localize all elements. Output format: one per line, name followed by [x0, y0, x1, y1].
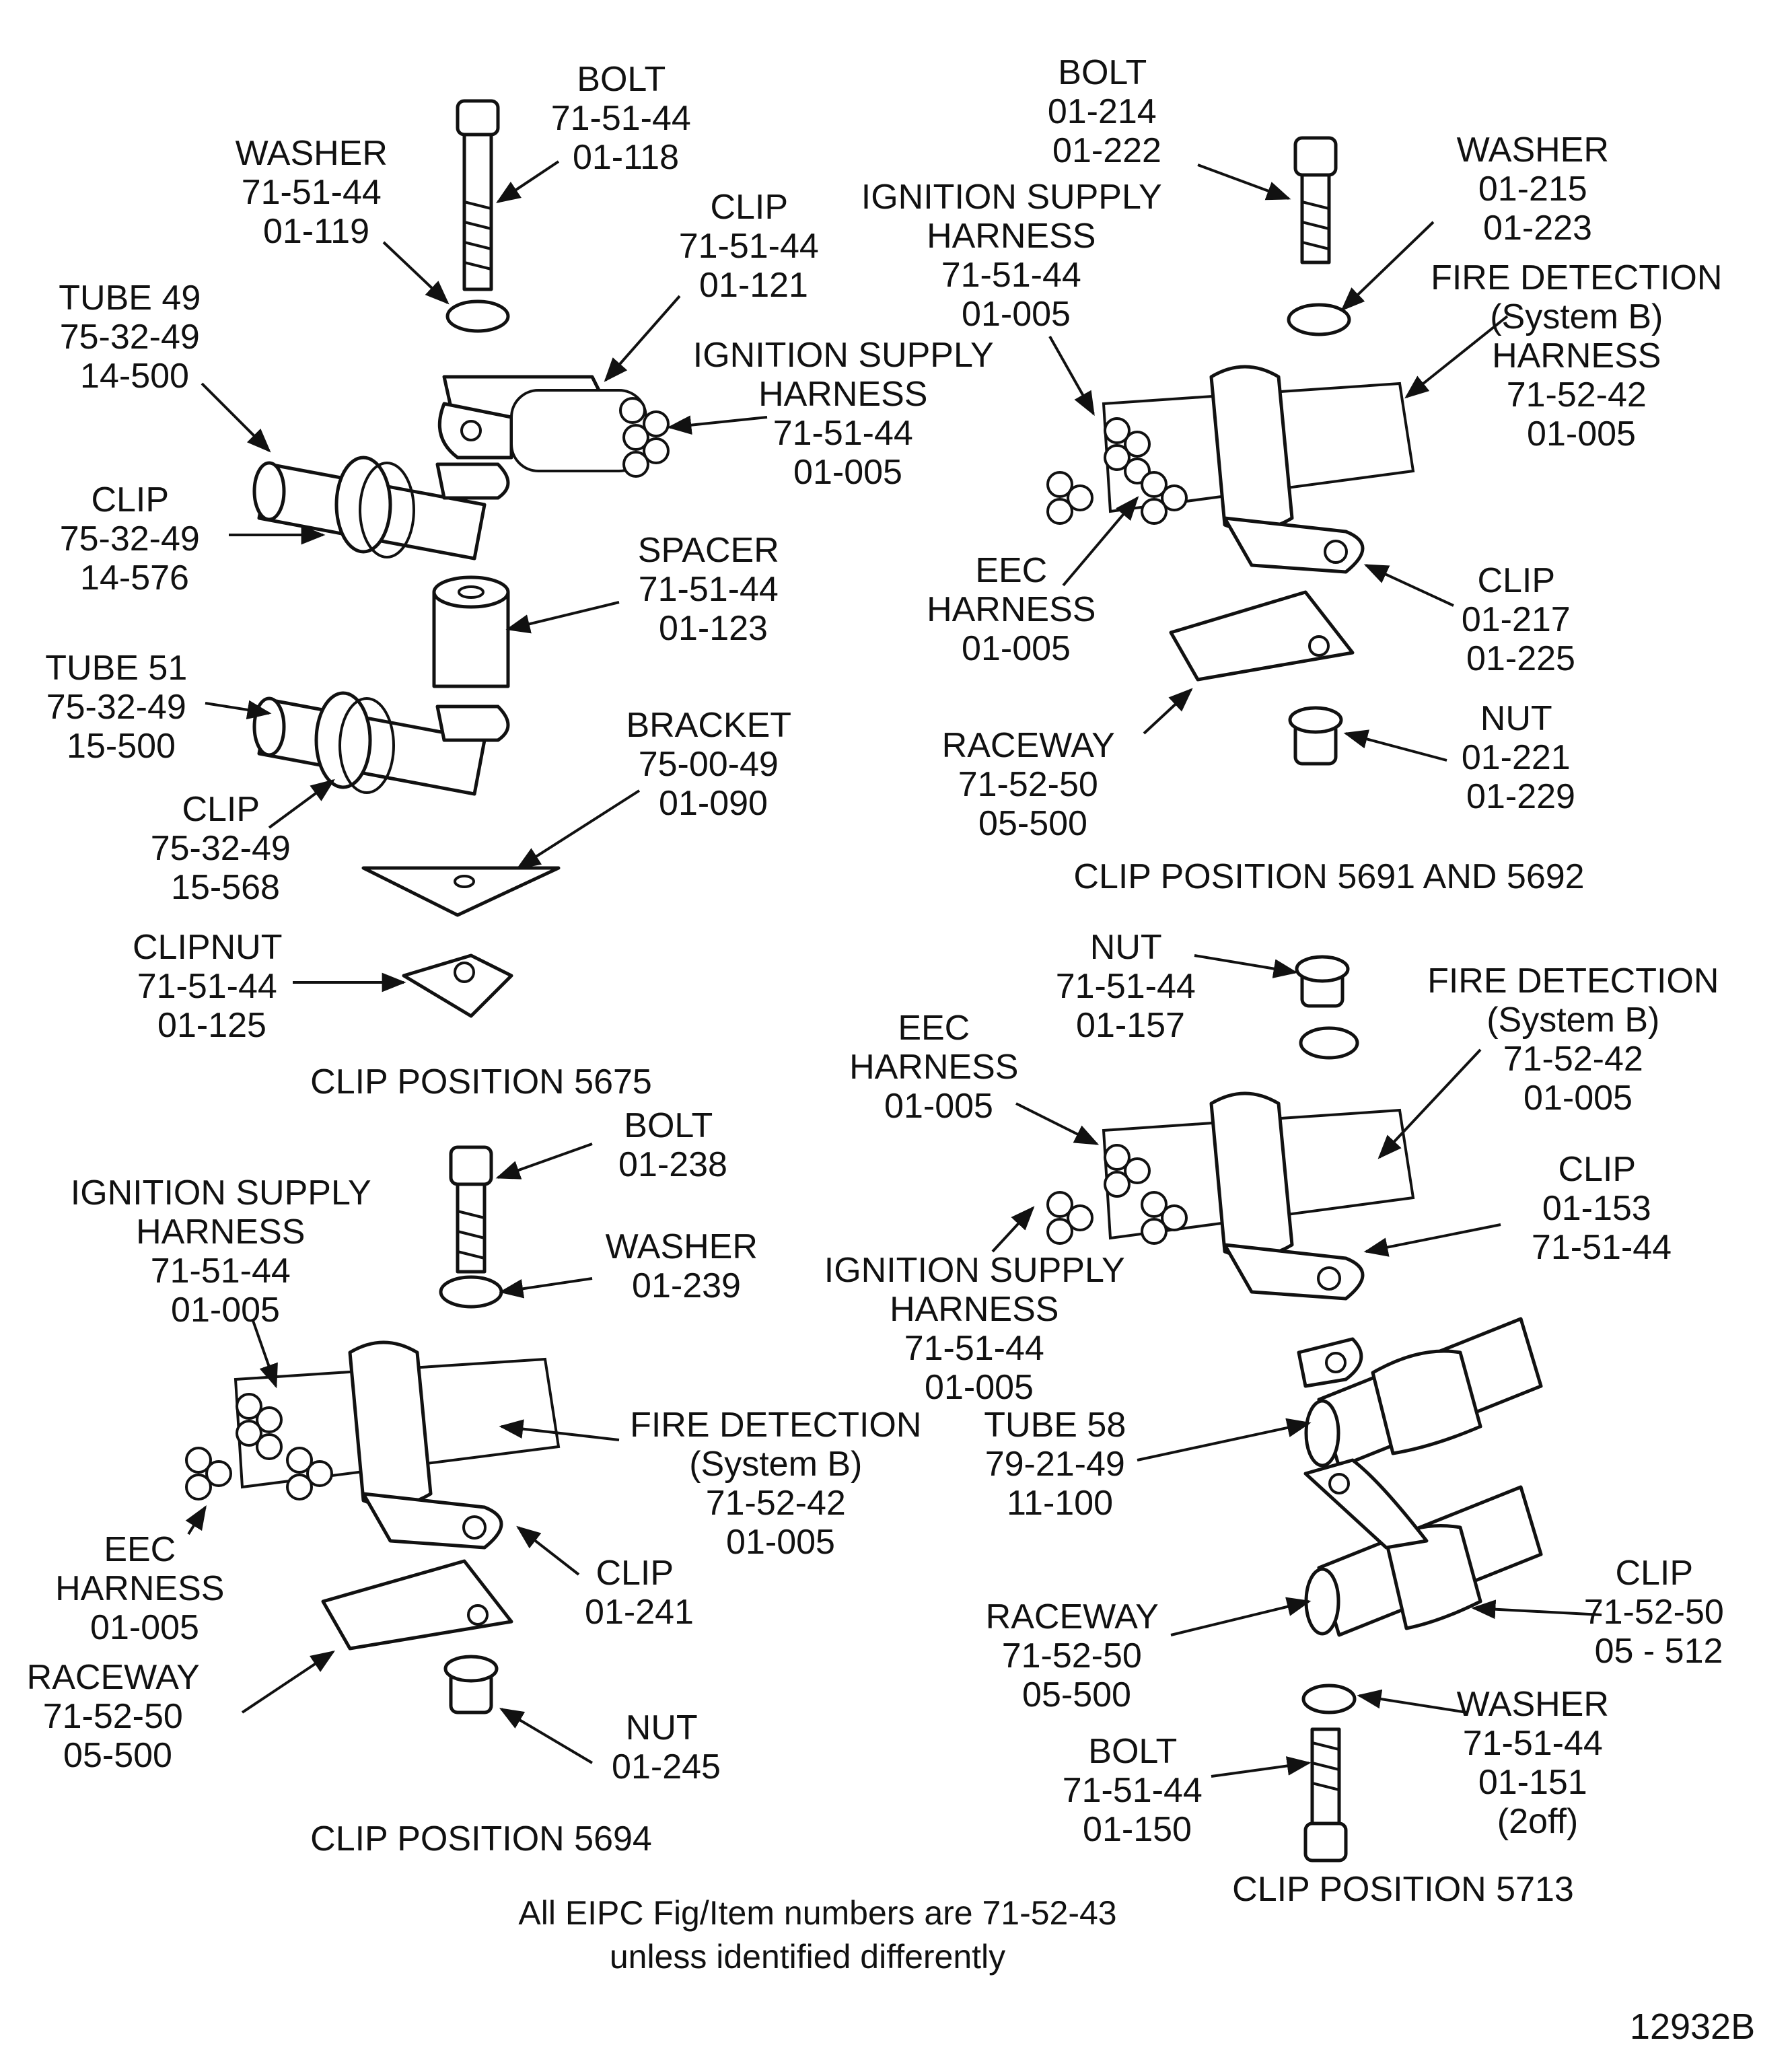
nut-5713 [1295, 955, 1350, 1008]
bolt-5691 [1293, 136, 1338, 264]
tube49-assembly [252, 456, 510, 561]
label-washer-5691: WASHER 01-215 01-223 [1457, 131, 1619, 248]
caption-5694: CLIP POSITION 5694 [310, 1819, 652, 1858]
label-eec-5691: EEC HARNESS 01-005 [927, 551, 1106, 668]
label-tube58: TUBE 58 79-21-49 11-100 [984, 1406, 1135, 1523]
label-raceway-5691: RACEWAY 71-52-50 05-500 [942, 726, 1124, 843]
caption-5691: CLIP POSITION 5691 AND 5692 [1073, 857, 1584, 896]
label-clip-5691: CLIP 01-217 01-225 [1462, 561, 1580, 678]
label-bolt-5675: BOLT 71-51-44 01-118 [551, 60, 701, 177]
label-nut-5691: NUT 01-221 01-229 [1462, 699, 1580, 816]
label-raceway-5713: RACEWAY 71-52-50 05-500 [986, 1597, 1168, 1714]
label-washer-5713: WASHER 71-51-44 01-151 (2off) [1457, 1685, 1619, 1841]
caption-5675: CLIP POSITION 5675 [310, 1062, 652, 1101]
washer-5691 [1287, 303, 1351, 336]
label-clip-b-5675: CLIP 75-32-49 15-568 [151, 790, 301, 907]
spacer-5675 [432, 575, 510, 688]
clip-5694 [361, 1492, 503, 1550]
label-fire-5713: FIRE DETECTION (System B) 71-52-42 01-00… [1427, 962, 1729, 1118]
nut-5694 [443, 1655, 499, 1714]
tube51-assembly [252, 691, 510, 796]
tube58-assembly [1297, 1317, 1543, 1469]
label-nut-5713: NUT 71-51-44 01-157 [1056, 928, 1206, 1045]
label-clip-top-5675: CLIP 71-51-44 01-121 [679, 188, 829, 305]
harness-bundle-5691 [1046, 365, 1415, 532]
figure-reference: 12932B [1630, 2006, 1755, 2047]
clip-5691 [1223, 516, 1365, 574]
harness-bundle-5713 [1046, 1091, 1415, 1259]
nut-5691 [1288, 706, 1343, 766]
label-eec-5694: EEC HARNESS 01-005 [55, 1530, 234, 1647]
bolt-5713 [1303, 1727, 1348, 1863]
label-bracket-5675: BRACKET 75-00-49 01-090 [626, 706, 800, 823]
group-5675: BOLT 71-51-44 01-118 WASHER 71-51-44 01-… [45, 60, 1003, 1101]
label-nut-5694: NUT 01-245 [612, 1708, 721, 1786]
label-fire-5691: FIRE DETECTION (System B) HARNESS 71-52-… [1431, 258, 1732, 454]
ignition-bundle-5675 [510, 389, 670, 478]
label-spacer-5675: SPACER 71-51-44 01-123 [638, 531, 789, 648]
label-clip-bottom-5713: CLIP 71-52-50 05 - 512 [1584, 1554, 1734, 1671]
raceway-5694 [321, 1559, 513, 1651]
bracket-5675 [361, 866, 561, 917]
label-ignition-5691: IGNITION SUPPLY HARNESS 71-51-44 01-005 [861, 178, 1171, 334]
clip-top-5713 [1223, 1243, 1365, 1301]
label-bolt-5713: BOLT 71-51-44 01-150 [1063, 1732, 1213, 1849]
label-ignition-5713: IGNITION SUPPLY HARNESS 71-51-44 01-005 [824, 1251, 1134, 1407]
label-tube49: TUBE 49 75-32-49 14-500 [59, 279, 210, 396]
footer-note-line1: All EIPC Fig/Item numbers are 71-52-43 [518, 1894, 1116, 1932]
label-bolt-5694: BOLT 01-238 [618, 1106, 727, 1184]
label-clip-top-5713: CLIP 01-153 71-51-44 [1532, 1150, 1672, 1267]
washer-top-5713 [1299, 1026, 1359, 1060]
label-raceway-5694: RACEWAY 71-52-50 05-500 [27, 1658, 209, 1775]
washer-5694 [439, 1275, 503, 1309]
harness-bundle-5694 [185, 1340, 561, 1508]
label-ignition-5675: IGNITION SUPPLY HARNESS 71-51-44 01-005 [693, 336, 1003, 492]
label-washer-5675: WASHER 71-51-44 01-119 [236, 134, 398, 251]
label-eec-5713: EEC HARNESS 01-005 [849, 1009, 1028, 1126]
label-bolt-5691: BOLT 01-214 01-222 [1048, 53, 1166, 170]
clipnut-5675 [402, 953, 513, 1018]
bolt-5675 [456, 99, 500, 291]
label-washer-5694: WASHER 01-239 [606, 1227, 768, 1305]
washer-bottom-5713 [1301, 1684, 1357, 1714]
label-clip-5694: CLIP 01-241 [585, 1554, 694, 1632]
label-ignition-5694: IGNITION SUPPLY HARNESS 71-51-44 01-005 [71, 1173, 380, 1330]
raceway-assembly-5713 [1303, 1458, 1543, 1637]
footer-note-line2: unless identified differently [610, 1938, 1005, 1976]
group-5713: NUT 71-51-44 01-157 FIRE DETECTION (Syst… [824, 928, 1734, 1909]
group-5694: BOLT 01-238 IGNITION SUPPLY HARNESS 71-5… [27, 1106, 931, 1858]
bolt-5694 [449, 1145, 493, 1274]
label-clipnut-5675: CLIPNUT 71-51-44 01-125 [133, 928, 291, 1045]
washer-5675 [445, 299, 510, 333]
caption-5713: CLIP POSITION 5713 [1232, 1870, 1574, 1909]
raceway-5691 [1169, 590, 1355, 682]
label-tube51: TUBE 51 75-32-49 15-500 [45, 649, 196, 766]
label-fire-5694: FIRE DETECTION (System B) 71-52-42 01-00… [630, 1406, 931, 1562]
group-5691: BOLT 01-214 01-222 IGNITION SUPPLY HARNE… [861, 53, 1732, 896]
label-clip-a-5675: CLIP 75-32-49 14-576 [60, 480, 210, 598]
